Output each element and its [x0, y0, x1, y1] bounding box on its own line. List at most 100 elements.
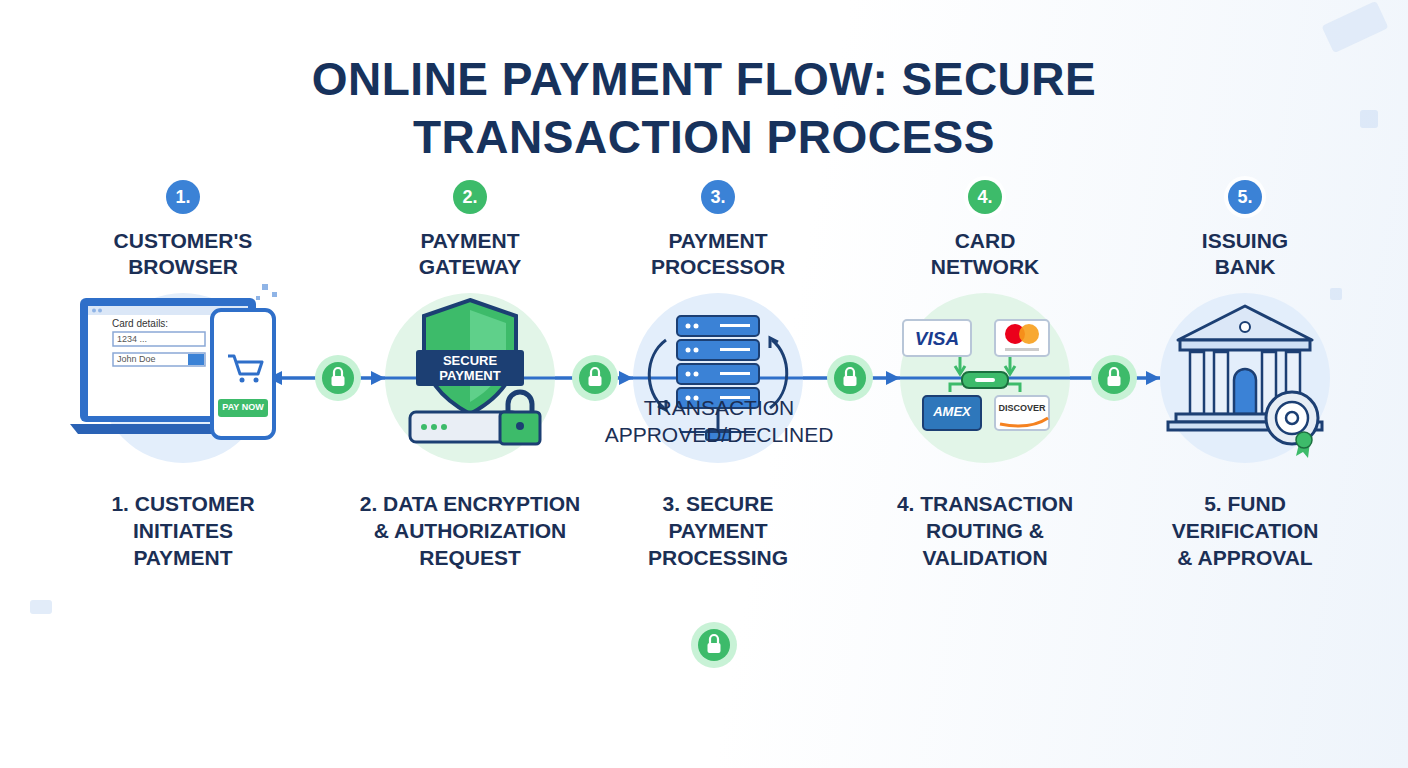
server-icon-part-part [720, 348, 750, 351]
vault-icon-part [1296, 432, 1312, 448]
decor-squares-part [30, 600, 52, 614]
server-icon-part [686, 324, 751, 401]
laptop-icon-part [113, 332, 205, 346]
lock-badge-part [334, 368, 342, 376]
stage-caption: 3. SECURE PAYMENT PROCESSING [643, 490, 793, 571]
step-badge: 2. [453, 180, 487, 214]
lock-badge-part [827, 355, 873, 401]
padlock-icon-part [500, 412, 540, 444]
lock-badge-part [315, 355, 361, 401]
lock-badge-part [834, 362, 866, 394]
lock-badge-part [589, 376, 602, 386]
router-icon-part [441, 424, 447, 430]
stage-caption: 5. FUND VERIFICATION & APPROVAL [1165, 490, 1325, 571]
padlock-icon [500, 392, 540, 444]
lock-badge-part [579, 362, 611, 394]
stage-caption: 2. DATA ENCRYPTION & AUTHORIZATION REQUE… [359, 490, 581, 571]
vault-icon-part [1286, 412, 1298, 424]
card-brand: VISA [903, 327, 971, 350]
server-icon-part [677, 316, 759, 336]
lock-badge-part [1091, 355, 1137, 401]
card-network-icon-part [923, 396, 981, 430]
decor-squares-part [256, 296, 260, 300]
pay-button-text: PAY NOW [218, 402, 268, 413]
card-name: John Doe [117, 354, 156, 365]
router-icon-part [431, 424, 437, 430]
card-network-icon-part [1019, 324, 1039, 344]
lock-badge [572, 355, 618, 401]
card-network-icon-part [1000, 418, 1048, 426]
card-brand: AMEX [923, 404, 981, 420]
server-icon-part-part [694, 324, 699, 329]
server-icon-part [770, 338, 778, 348]
step-badge: 4. [968, 180, 1002, 214]
lock-badge [827, 355, 873, 401]
form-label: Card details: [112, 318, 168, 330]
lock-badge-part [1108, 376, 1121, 386]
lock-badge-part [1098, 362, 1130, 394]
phone-icon-part [228, 356, 262, 374]
server-icon-part-part [694, 372, 699, 377]
stage-heading: CARD NETWORK [913, 228, 1057, 280]
decor-squares-part [1330, 288, 1342, 300]
phone-icon-part [218, 399, 268, 417]
lock-badge-part [691, 622, 737, 668]
vault-icon-part [1276, 402, 1308, 434]
lock-badge-part [708, 643, 721, 653]
card-network-icon-part [995, 396, 1049, 430]
bank-icon-part [1178, 306, 1312, 340]
decor-squares-part [262, 284, 268, 290]
server-icon-part-part [720, 372, 750, 375]
server-icon-part-part [686, 348, 691, 353]
server-icon-part-part [686, 372, 691, 377]
shield-icon-part [416, 350, 524, 386]
step-badge: 3. [701, 180, 735, 214]
decor-squares-part [1360, 110, 1378, 128]
bank-icon-part [1234, 369, 1256, 414]
lock-badge-part [698, 629, 730, 661]
card-network-icon-part [1005, 348, 1039, 351]
stage-heading: ISSUING BANK [1173, 228, 1317, 280]
diagram-title: ONLINE PAYMENT FLOW: SECURE TRANSACTION … [204, 50, 1204, 166]
laptop-icon-part [98, 309, 102, 313]
laptop-icon-part [113, 353, 205, 366]
server-icon-part [677, 364, 759, 384]
bank-icon-part-part [1190, 352, 1204, 414]
server-icon-part-part [686, 324, 691, 329]
step-badge: 1. [166, 180, 200, 214]
bank-icon-part [1240, 322, 1250, 332]
card-brand: DISCOVER [995, 403, 1049, 414]
card-network-icon-part [995, 320, 1049, 356]
card-number: 1234 ... [117, 334, 147, 345]
server-icon [649, 316, 787, 440]
phone-icon-part [254, 378, 259, 383]
lock-badge [691, 622, 737, 668]
edge-label: TRANSACTION APPROVED/DECLINED [594, 394, 844, 448]
lock-badge-part [332, 376, 345, 386]
stage-heading: PAYMENT PROCESSOR [646, 228, 790, 280]
decor-squares-part [1321, 1, 1388, 54]
lock-badge-part [846, 368, 854, 376]
lock-badge-part [572, 355, 618, 401]
stage-caption: 1. CUSTOMER INITIATES PAYMENT [108, 490, 258, 571]
lock-badge-part [322, 362, 354, 394]
bank-icon-part-part [1214, 352, 1228, 414]
card-network-icon-part [962, 372, 1008, 388]
laptop-icon-part [92, 309, 96, 313]
router-icon-part [421, 424, 427, 430]
server-icon-part [677, 340, 759, 360]
card-network-icon-part [903, 320, 971, 356]
stage-heading: PAYMENT GATEWAY [398, 228, 542, 280]
laptop-icon-part [188, 354, 204, 365]
lock-badge-part [591, 368, 599, 376]
bank-icon-part [1180, 340, 1310, 350]
phone-icon-part [240, 378, 245, 383]
lock-badge [315, 355, 361, 401]
shield-text: SECURE PAYMENT [420, 353, 520, 383]
step-badge: 5. [1228, 180, 1262, 214]
phone-icon-part [212, 310, 274, 438]
stage-heading: CUSTOMER'S BROWSER [111, 228, 255, 280]
decor-squares [30, 1, 1389, 614]
stage-caption: 4. TRANSACTION ROUTING & VALIDATION [885, 490, 1085, 571]
